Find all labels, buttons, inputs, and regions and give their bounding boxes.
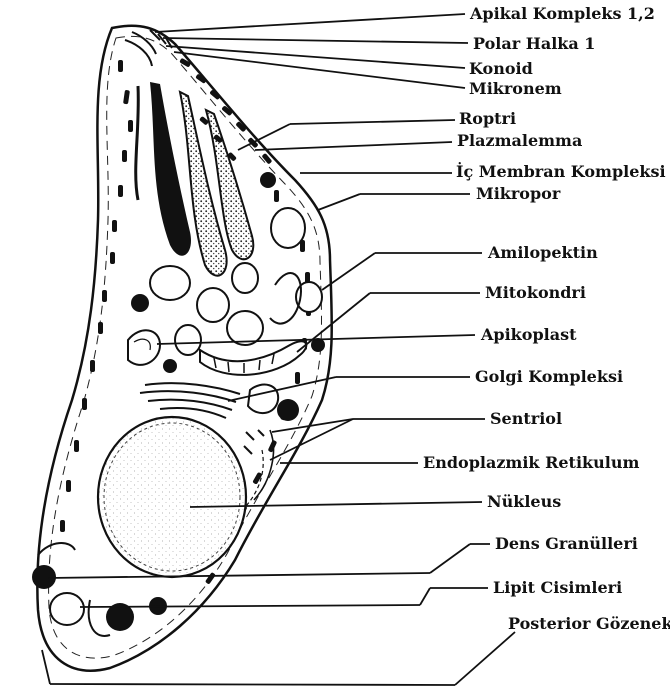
label-posterior-pore: Posterior Gözenek — [508, 615, 670, 633]
label-conoid: Konoid — [469, 60, 533, 78]
label-dense-granules: Dens Granülleri — [495, 535, 638, 553]
label-centriole: Sentriol — [490, 410, 562, 428]
nucleus-shape — [98, 417, 246, 577]
label-endoplasmic-reticulum: Endoplazmik Retikulum — [423, 454, 639, 472]
label-nucleus: Nükleus — [487, 493, 561, 511]
label-apicoplast: Apikoplast — [481, 326, 576, 344]
label-rhoptries: Roptri — [459, 110, 516, 128]
label-lipid-bodies: Lipit Cisimleri — [493, 579, 622, 597]
label-polar-ring: Polar Halka 1 — [473, 35, 595, 53]
label-golgi-complex: Golgi Kompleksi — [475, 368, 623, 386]
label-mitochondrion: Mitokondri — [485, 284, 586, 302]
label-apical-complex: Apikal Kompleks 1,2 — [470, 5, 655, 23]
label-inner-membrane-complex: İç Membran Kompleksi — [456, 163, 666, 181]
label-micronemes: Mikronem — [469, 80, 562, 98]
label-micropore: Mikropor — [476, 185, 560, 203]
label-amylopectin: Amilopektin — [488, 244, 598, 262]
label-plasmalemma: Plazmalemma — [457, 132, 582, 150]
